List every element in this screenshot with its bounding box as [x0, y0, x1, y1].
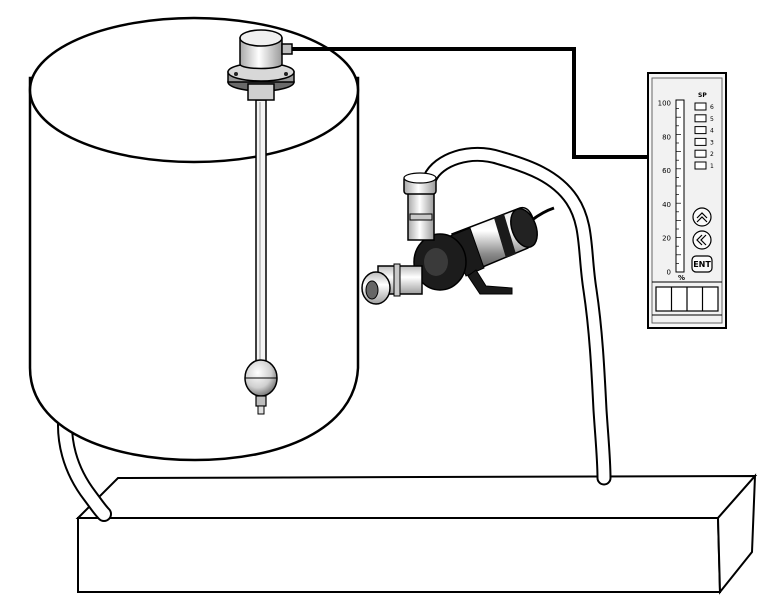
double-chevron-left-icon: [696, 234, 707, 246]
return-hose: [422, 147, 612, 486]
bargraph: [675, 99, 685, 273]
setpoint-header: SP: [698, 92, 707, 99]
scale-tick-label: 20: [662, 235, 671, 243]
scale-ticks: 100 80 60 40 20 0: [658, 100, 671, 277]
scale-tick-label: 40: [662, 201, 671, 209]
setpoint-label: 4: [710, 128, 714, 135]
setpoint-led: [694, 114, 707, 123]
enter-button-label: ENT: [693, 260, 711, 269]
inline-pump: [361, 172, 555, 305]
up-button[interactable]: [692, 207, 712, 227]
drain-hose: [57, 402, 112, 522]
cylindrical-tank: [28, 16, 360, 462]
setpoint-led: [694, 102, 707, 111]
signal-cable: [292, 47, 648, 159]
setpoint-label: 3: [710, 139, 714, 146]
setpoint-label: 6: [710, 104, 714, 111]
reservoir: [75, 473, 758, 595]
scale-tick-label: 80: [662, 133, 671, 141]
scale-tick-label: 60: [662, 167, 671, 175]
setpoint-indicators: 6 5 4 3 2 1: [694, 102, 714, 170]
unit-label: %: [678, 274, 685, 282]
enter-button[interactable]: ENT: [691, 255, 713, 273]
double-chevron-up-icon: [696, 212, 708, 223]
setpoint-led: [694, 137, 707, 146]
setpoint-label: 1: [710, 163, 714, 170]
level-controller: 100 80 60 40 20 0 % SP 6 5 4 3 2 1: [647, 72, 727, 329]
setpoint-led: [694, 161, 707, 170]
setpoint-led: [694, 126, 707, 135]
scale-tick-label: 0: [667, 269, 671, 277]
scale-tick-label: 100: [658, 100, 671, 108]
digit-display: [655, 286, 719, 312]
setpoint-label: 2: [710, 151, 714, 158]
setpoint-led: [694, 149, 707, 158]
float-level-sensor: [227, 29, 295, 415]
setpoint-label: 5: [710, 116, 714, 123]
down-button[interactable]: [692, 230, 712, 250]
